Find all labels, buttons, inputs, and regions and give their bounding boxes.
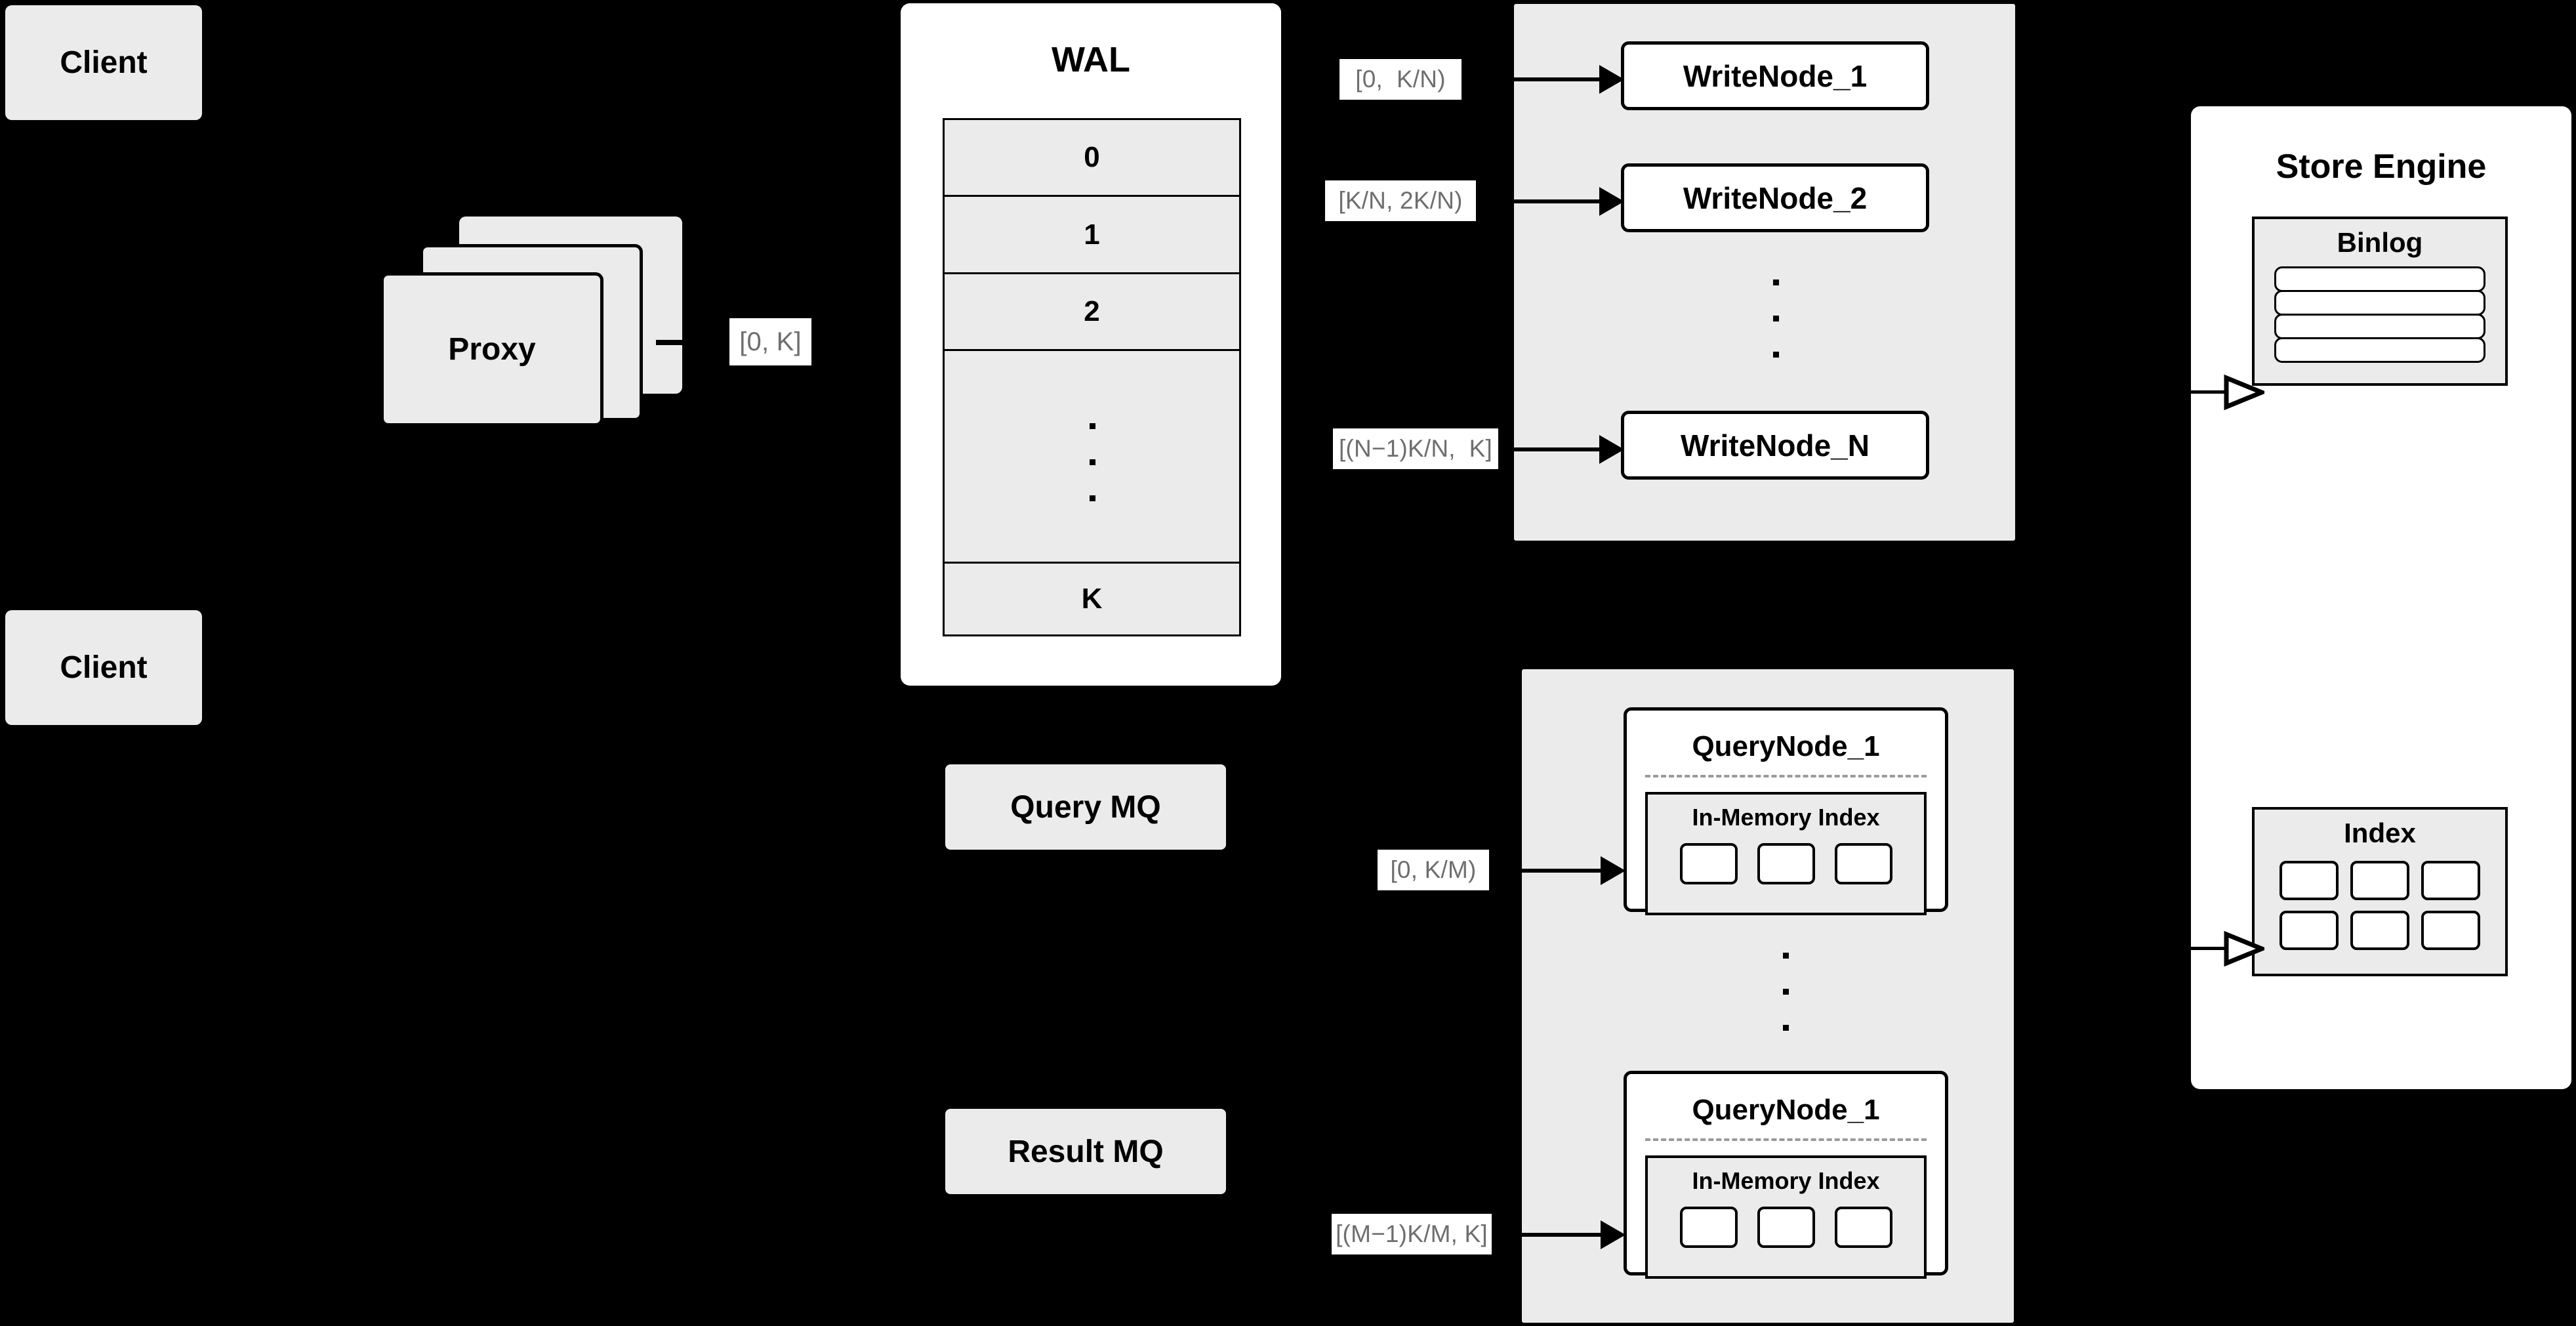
write-node-n-arrow-head xyxy=(1599,435,1624,464)
client-label: Client xyxy=(60,45,148,80)
wal-panel: WAL 0 1 2 K xyxy=(901,3,1281,686)
write-node-1-arrow-head xyxy=(1599,65,1624,94)
wal-row[interactable]: 0 xyxy=(945,120,1239,197)
proxy-label: Proxy xyxy=(448,332,536,367)
wal-table: 0 1 2 K xyxy=(943,118,1241,636)
binlog-label: Binlog xyxy=(2337,227,2423,258)
index-slot[interactable] xyxy=(1834,1207,1892,1248)
write-node-2-arrow-line xyxy=(1501,199,1599,203)
query-node-1[interactable]: QueryNode_1 In-Memory Index xyxy=(1624,707,1948,915)
store-index-label: Index xyxy=(2344,818,2416,848)
query-node-divider xyxy=(1645,775,1927,777)
query-mq-label: Query MQ xyxy=(1010,789,1161,825)
index-slot[interactable] xyxy=(1757,843,1815,884)
query-mq-box[interactable]: Query MQ xyxy=(945,764,1226,850)
binlog-arrow-head-hollow-icon xyxy=(2224,374,2264,411)
proxy-to-wal-connector xyxy=(656,340,684,345)
query-cluster-ellipsis-icon xyxy=(1522,669,2014,1323)
query-cluster-panel: QueryNode_1 In-Memory Index xyxy=(1522,669,2014,1323)
query-node-label: QueryNode_1 xyxy=(1692,730,1880,762)
store-index-box: Index xyxy=(2252,807,2508,976)
write-node-2[interactable]: WriteNode_2 xyxy=(1621,163,1929,232)
write-node-n-range-label: [(N−1)K/N, K] xyxy=(1333,428,1498,469)
client-label: Client xyxy=(60,650,148,685)
binlog-box: Binlog xyxy=(2252,217,2508,386)
write-node-1-range-label: [0, K/N) xyxy=(1339,59,1462,100)
store-engine-title: Store Engine xyxy=(2276,148,2487,186)
binlog-bar[interactable] xyxy=(2274,314,2485,339)
proxy-card-front[interactable]: Proxy xyxy=(380,272,603,426)
in-memory-index-label: In-Memory Index xyxy=(1692,1167,1880,1194)
client-box-1[interactable]: Client xyxy=(5,5,202,120)
write-node-label: WriteNode_2 xyxy=(1683,180,1868,215)
wal-title: WAL xyxy=(1052,40,1130,79)
query-node-1-arrow-head xyxy=(1601,856,1625,885)
query-node-2[interactable]: QueryNode_1 In-Memory Index xyxy=(1624,1071,1948,1279)
binlog-bar[interactable] xyxy=(2274,266,2485,292)
store-index-arrow-head-hollow-icon xyxy=(2224,930,2264,967)
store-index-arrow-line xyxy=(2184,947,2229,950)
result-mq-box[interactable]: Result MQ xyxy=(945,1109,1226,1194)
store-index-cell[interactable] xyxy=(2350,911,2409,950)
store-engine-panel: Store Engine Binlog Index xyxy=(2191,106,2571,1089)
proxy-range-label: [0, K] xyxy=(729,318,811,365)
store-index-cell[interactable] xyxy=(2421,911,2480,950)
store-index-cell[interactable] xyxy=(2280,911,2339,950)
store-index-cell[interactable] xyxy=(2280,861,2339,900)
write-cluster-panel: WriteNode_1 WriteNode_2 WriteNode_N xyxy=(1514,4,2015,541)
write-node-n-arrow-line xyxy=(1501,447,1599,451)
index-slot[interactable] xyxy=(1679,843,1738,884)
binlog-bar[interactable] xyxy=(2274,290,2485,316)
write-node-n[interactable]: WriteNode_N xyxy=(1621,411,1929,480)
wal-row[interactable]: K xyxy=(945,563,1239,635)
query-node-1-arrow-line xyxy=(1509,869,1601,873)
write-node-label: WriteNode_N xyxy=(1681,428,1870,463)
index-slot[interactable] xyxy=(1679,1207,1738,1248)
write-node-2-range-label: [K/N, 2K/N) xyxy=(1325,180,1476,221)
write-node-label: WriteNode_1 xyxy=(1683,58,1868,93)
write-node-2-arrow-head xyxy=(1599,187,1624,216)
vertical-ellipsis-icon xyxy=(945,351,1239,561)
wal-row[interactable]: 1 xyxy=(945,197,1239,274)
client-box-2[interactable]: Client xyxy=(5,610,202,725)
in-memory-index-box: In-Memory Index xyxy=(1645,1155,1927,1279)
query-node-divider xyxy=(1645,1138,1927,1141)
write-cluster-ellipsis-icon xyxy=(1514,4,2015,541)
query-node-1-range-label: [0, K/M) xyxy=(1378,850,1489,890)
in-memory-index-label: In-Memory Index xyxy=(1692,804,1880,831)
binlog-arrow-line xyxy=(2184,390,2229,394)
wal-row[interactable]: 2 xyxy=(945,274,1239,352)
query-node-2-range-label: [(M−1)K/M, K] xyxy=(1332,1214,1492,1254)
query-node-2-arrow-head xyxy=(1601,1220,1625,1249)
index-slot[interactable] xyxy=(1757,1207,1815,1248)
result-mq-label: Result MQ xyxy=(1008,1134,1164,1169)
query-node-label: QueryNode_1 xyxy=(1692,1094,1880,1126)
query-node-2-arrow-line xyxy=(1509,1233,1601,1237)
store-index-cell[interactable] xyxy=(2421,861,2480,900)
store-index-cell[interactable] xyxy=(2350,861,2409,900)
binlog-bar[interactable] xyxy=(2274,337,2485,363)
in-memory-index-box: In-Memory Index xyxy=(1645,792,1927,915)
wal-row-ellipsis xyxy=(945,351,1239,564)
index-slot[interactable] xyxy=(1834,843,1892,884)
write-node-1[interactable]: WriteNode_1 xyxy=(1621,41,1929,110)
write-node-1-arrow-line xyxy=(1501,77,1599,81)
proxy-stack[interactable]: Proxy xyxy=(380,217,689,426)
